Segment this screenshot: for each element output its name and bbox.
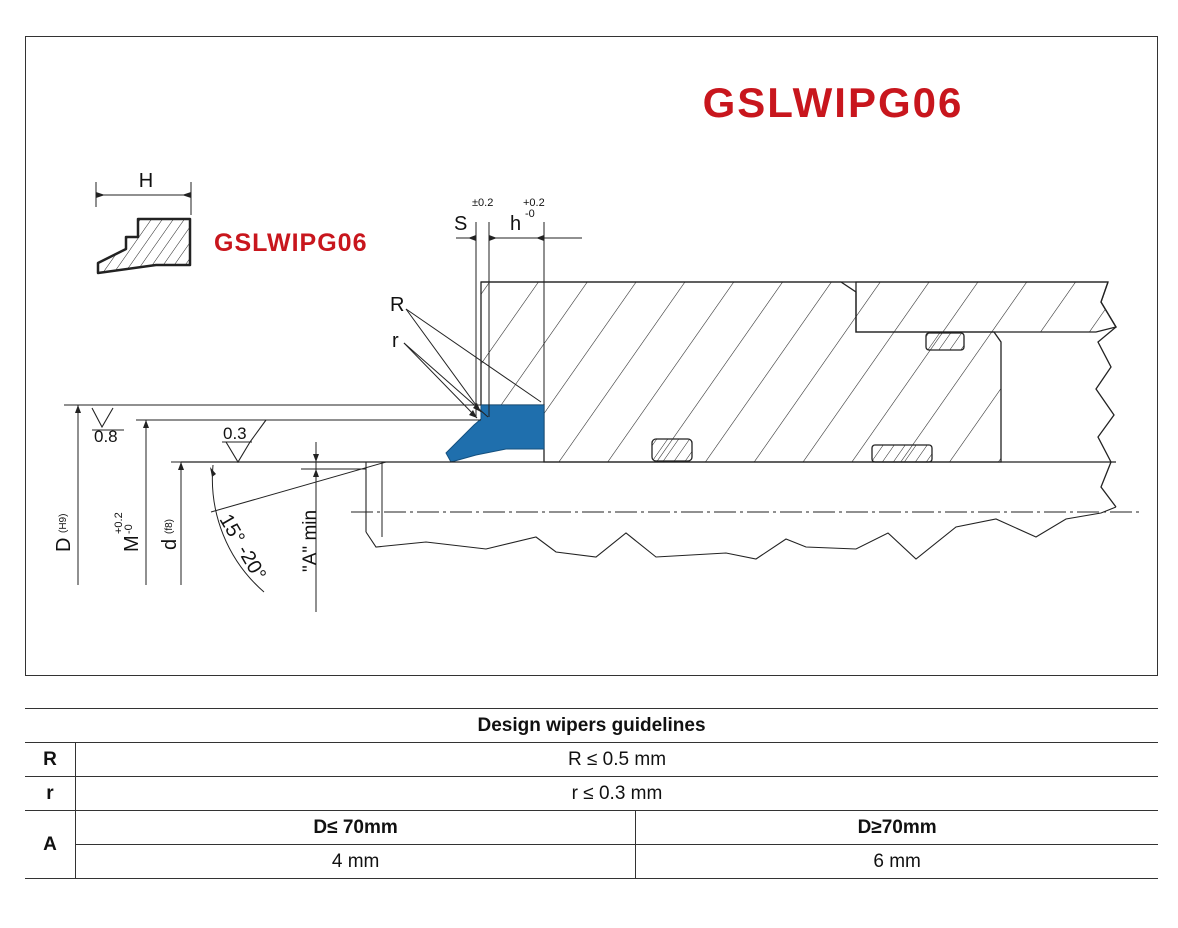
col-header-d-ge-70: D≥70mm xyxy=(635,810,1158,845)
table-title: Design wipers guidelines xyxy=(25,708,1158,743)
inset-wiper-profile: H GSLWIPG06 xyxy=(95,170,367,275)
table-row: r r ≤ 0.3 mm xyxy=(25,776,1158,811)
dim-h-tol-lower: -0 xyxy=(525,208,535,220)
rod xyxy=(181,461,1141,560)
wiper-groove-drawing: GSLWIPG06 H GSLWIPG06 xyxy=(53,79,1141,612)
dim-M-tol-upper: +0.2 xyxy=(113,512,125,534)
dim-h-tol-upper: +0.2 xyxy=(523,197,545,209)
roughness-0-3: 0.3 xyxy=(223,424,247,443)
table-row: 4 mm 6 mm xyxy=(25,844,1158,879)
label-r: r xyxy=(392,330,399,352)
dim-M: M xyxy=(121,535,143,552)
dim-M-tol-lower: -0 xyxy=(123,524,135,534)
value-d-le-70: 4 mm xyxy=(75,844,637,879)
dimension-S-h: S ±0.2 h +0.2 -0 xyxy=(454,197,582,417)
row-value-r: r ≤ 0.3 mm xyxy=(75,776,1158,811)
col-header-d-le-70: D≤ 70mm xyxy=(74,810,637,845)
technical-drawing-frame: GSLWIPG06 H GSLWIPG06 xyxy=(25,36,1158,676)
inset-product-code: GSLWIPG06 xyxy=(214,229,367,257)
table-row: A D≤ 70mm D≥70mm xyxy=(25,810,1158,879)
table-row: R R ≤ 0.5 mm xyxy=(25,742,1158,777)
diameter-dimensions: D (H9) M +0.2 -0 d (f8) 0.8 0.3 xyxy=(53,404,481,585)
row-value-R: R ≤ 0.5 mm xyxy=(75,742,1158,777)
chamfer-dimensions: 15° -20° "A" min xyxy=(210,442,387,612)
housing xyxy=(480,281,1118,508)
wiper-seal xyxy=(445,404,545,463)
dim-D: D xyxy=(53,538,75,552)
dim-A-min: "A" min xyxy=(300,510,321,572)
dim-S: S xyxy=(454,213,467,235)
table-title-row: Design wipers guidelines xyxy=(25,708,1158,743)
product-code-title: GSLWIPG06 xyxy=(703,79,964,126)
row-key-r: r xyxy=(25,776,76,811)
label-R: R xyxy=(390,294,404,316)
row-key-A: A xyxy=(25,810,76,879)
inset-dim-H: H xyxy=(139,170,153,192)
dim-d: d xyxy=(159,539,181,550)
dim-angle: 15° -20° xyxy=(215,511,270,585)
dim-D-fit: (H9) xyxy=(58,514,69,533)
dim-S-tol: ±0.2 xyxy=(472,197,493,209)
roughness-0-8: 0.8 xyxy=(94,427,118,446)
design-guidelines-table: Design wipers guidelines R R ≤ 0.5 mm r … xyxy=(25,708,1158,879)
dim-d-fit: (f8) xyxy=(164,519,175,534)
dim-h: h xyxy=(510,213,521,235)
value-d-ge-70: 6 mm xyxy=(635,844,1158,879)
row-key-R: R xyxy=(25,742,76,777)
